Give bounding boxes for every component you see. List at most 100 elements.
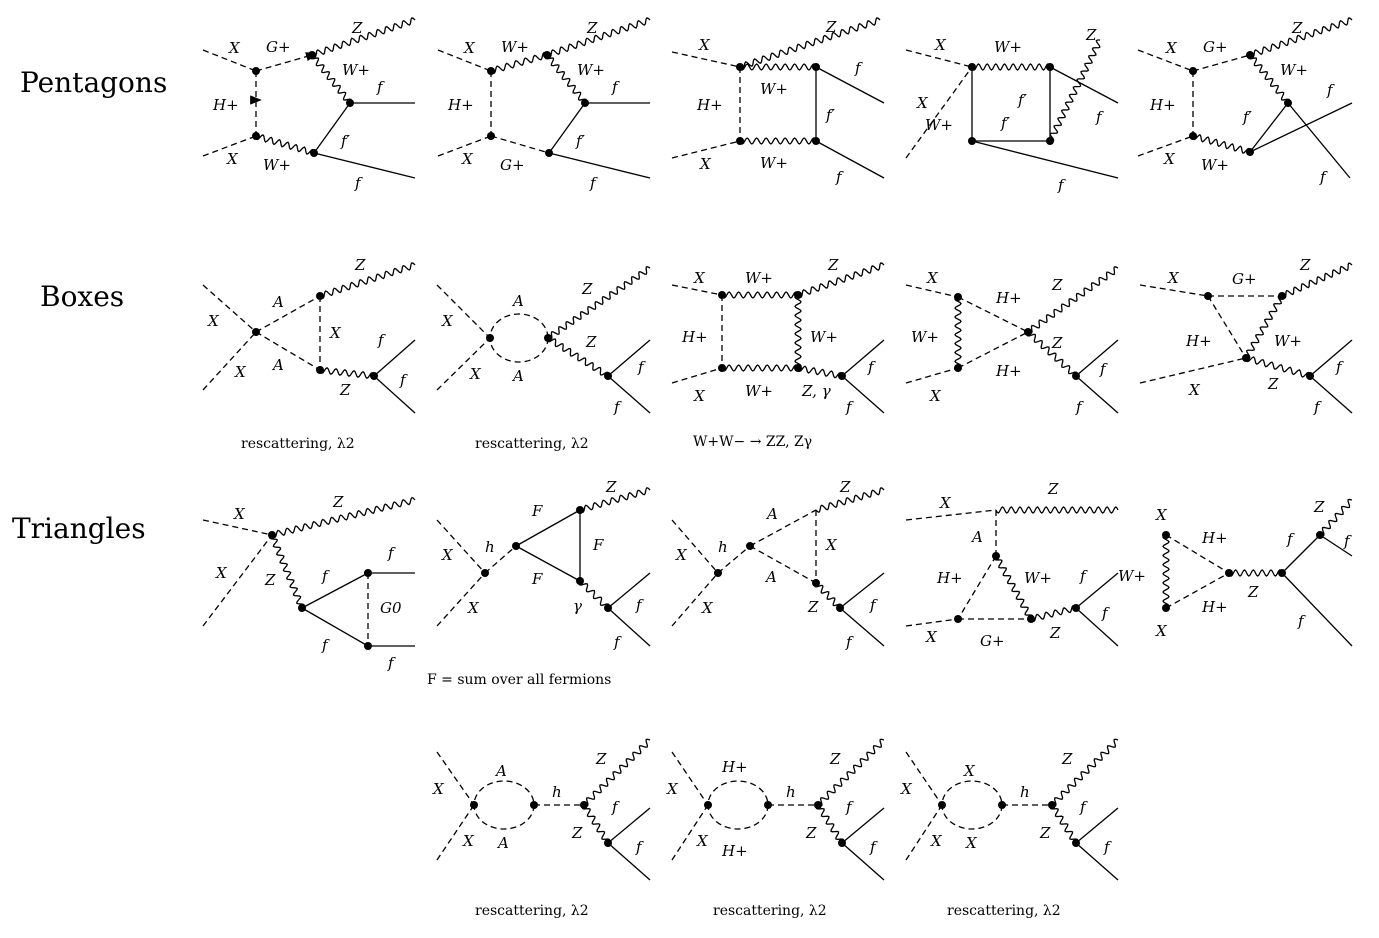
label: X — [441, 312, 454, 330]
label: h — [1020, 783, 1030, 801]
diagram-triangle-5: X H+ Z f f Z H+ X f — [1155, 498, 1353, 647]
label: X — [469, 365, 482, 383]
label: W+ — [760, 154, 788, 172]
label: X — [461, 150, 474, 168]
label: f — [613, 398, 622, 416]
label: H+ — [1185, 332, 1212, 350]
label: Z — [807, 598, 819, 616]
label: H+ — [1201, 598, 1228, 616]
diagram-pentagon-2: X W+ Z W+ H+ f f′ X G+ f — [437, 17, 651, 192]
label: f — [387, 654, 396, 672]
label: f — [611, 798, 620, 816]
label: h — [718, 538, 728, 556]
diagram-bubble-2: H+ X h Z f Z X H+ f — [666, 738, 885, 881]
label: X — [693, 269, 706, 287]
label: X — [207, 312, 220, 330]
label: W+ — [810, 328, 838, 346]
label: X — [441, 546, 454, 564]
label: A — [494, 762, 507, 780]
label: X — [228, 39, 241, 57]
label: W+ — [911, 328, 939, 346]
row-label-triangles: Triangles — [12, 512, 146, 545]
diagram-pentagon-5: X G+ Z W+ H+ f f′ X W+ f — [1137, 17, 1353, 186]
label: f′ — [1000, 114, 1011, 132]
label: X — [693, 387, 706, 405]
label: G+ — [1203, 38, 1228, 56]
label: Z — [1299, 256, 1311, 274]
diagram-box-3: X W+ Z H+ W+ f X W+ Z, γ f — [671, 256, 885, 416]
label: Z — [332, 493, 344, 511]
label: X — [696, 832, 709, 850]
label: X — [900, 780, 913, 798]
label: f — [854, 59, 863, 77]
label: f — [1335, 358, 1344, 376]
label: Z — [605, 478, 617, 496]
label: Z — [339, 381, 351, 399]
label: Z — [351, 19, 363, 37]
label: X — [329, 324, 342, 342]
label: X — [699, 155, 712, 173]
label: G+ — [1232, 270, 1257, 288]
label: f — [637, 358, 646, 376]
label: f — [1313, 398, 1322, 416]
label: Z — [1313, 498, 1325, 516]
label: Z — [829, 750, 841, 768]
label: X — [1188, 381, 1201, 399]
label: X — [916, 94, 929, 112]
label: X — [825, 536, 838, 554]
label: f — [1297, 612, 1306, 630]
label: X — [963, 762, 976, 780]
label: Z — [581, 280, 593, 298]
label: H+ — [447, 96, 474, 114]
label: f — [321, 567, 330, 585]
label: X — [1155, 506, 1168, 524]
label: X — [233, 505, 246, 523]
label: W+ — [745, 382, 773, 400]
label: γ — [573, 597, 582, 615]
label: X — [701, 599, 714, 617]
label: f — [1103, 838, 1112, 856]
label: G+ — [500, 156, 525, 174]
row-label-boxes: Boxes — [40, 280, 124, 313]
caption-box-1: rescattering, λ2 — [241, 436, 355, 452]
label: h — [552, 783, 562, 801]
label: A — [511, 292, 524, 310]
label: f — [869, 596, 878, 614]
label: f — [1326, 81, 1335, 99]
label: W+ — [1118, 567, 1146, 585]
label: Z — [595, 750, 607, 768]
label: W+ — [1201, 156, 1229, 174]
label: Z — [1047, 480, 1059, 498]
label: Z — [354, 256, 366, 274]
label: f — [377, 331, 386, 349]
label: X — [467, 599, 480, 617]
diagram-box-4: X H+ Z W+ Z H+ f X f — [905, 266, 1119, 416]
label: X — [698, 36, 711, 54]
label: Z — [1291, 19, 1303, 37]
label: Z — [1267, 375, 1279, 393]
label: H+ — [212, 96, 239, 114]
label: f — [1075, 398, 1084, 416]
label: Z — [571, 824, 583, 842]
diagram-box-2: A Z X Z f X A f — [436, 266, 651, 416]
label: W+ — [577, 61, 605, 79]
label: X — [1165, 39, 1178, 57]
label: A — [970, 528, 983, 546]
label: f — [589, 174, 598, 192]
label: f — [321, 636, 330, 654]
label: X — [925, 628, 938, 646]
row-label-pentagons: Pentagons — [20, 66, 167, 99]
label: F — [531, 502, 543, 520]
label: h — [485, 538, 495, 556]
diagram-triangle-1: X Z f X Z G0 f f f — [202, 493, 416, 672]
label: W+ — [745, 269, 773, 287]
label: Z — [825, 18, 837, 36]
label: f′ — [340, 132, 351, 150]
label: H+ — [1149, 96, 1176, 114]
caption-box-3: W+W− → ZZ, Zγ — [693, 434, 812, 450]
caption-triangle-2: F = sum over all fermions — [427, 672, 611, 688]
diagram-triangle-2: F Z F h X F γ f X f — [436, 478, 651, 651]
label: f — [869, 838, 878, 856]
label: H+ — [721, 842, 748, 860]
label: X — [666, 780, 679, 798]
